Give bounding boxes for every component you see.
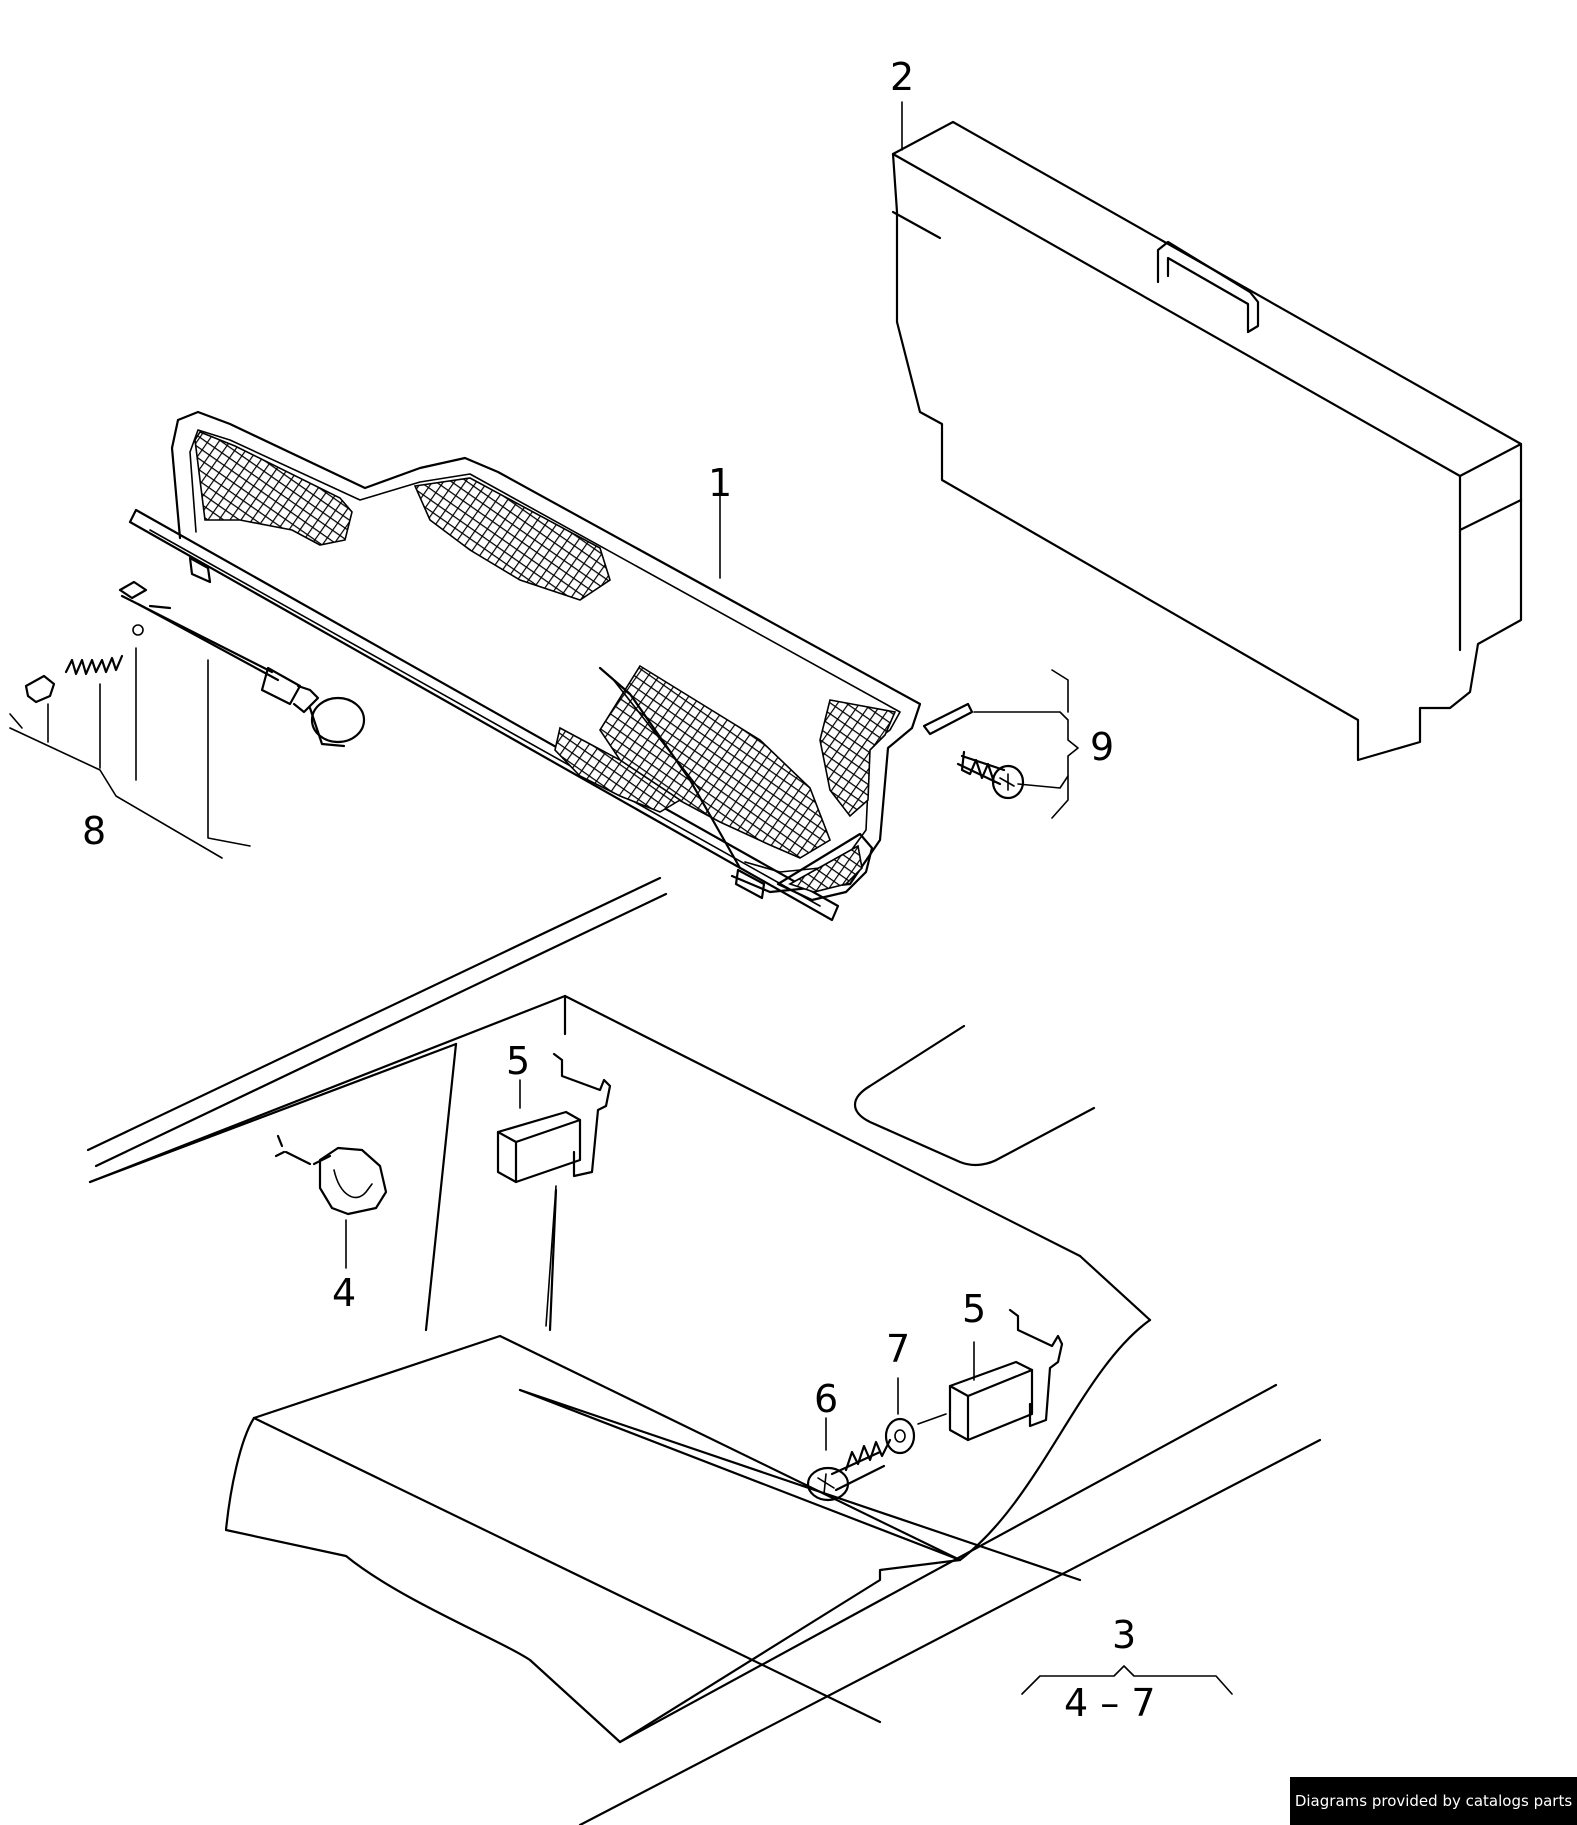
bracket-part-5-lower: 5 [948, 1287, 1064, 1442]
screw-part-9: 9 [956, 669, 1114, 819]
bracket-part-5-upper: 5 [496, 1039, 612, 1327]
storage-box-part-2 [891, 120, 1523, 762]
callout-6: 6 [814, 1377, 838, 1421]
hook-part-4: 4 [274, 1134, 388, 1315]
callout-3: 3 [1112, 1613, 1136, 1657]
callout-2: 2 [890, 55, 914, 99]
callout-3-range: 4 – 7 [1064, 1681, 1156, 1725]
callout-1: 1 [708, 461, 732, 505]
callout-5-upper: 5 [506, 1039, 530, 1083]
callout-4: 4 [332, 1271, 356, 1315]
callout-7: 7 [886, 1327, 910, 1371]
callout-5-lower: 5 [962, 1287, 986, 1331]
callout-8: 8 [82, 809, 106, 853]
callout-2-group: 2 [890, 55, 914, 151]
locking-pin-part-8: 8 [9, 580, 366, 859]
callout-9: 9 [1090, 725, 1114, 769]
vehicle-body [86, 876, 1322, 1825]
wind-deflector-part-1: 1 [128, 410, 974, 922]
credit-banner: Diagrams provided by catalogs parts [1290, 1777, 1577, 1825]
screw-washer-part-6-7: 6 7 [806, 1327, 947, 1502]
callout-3-group: 3 4 – 7 [1021, 1613, 1233, 1725]
